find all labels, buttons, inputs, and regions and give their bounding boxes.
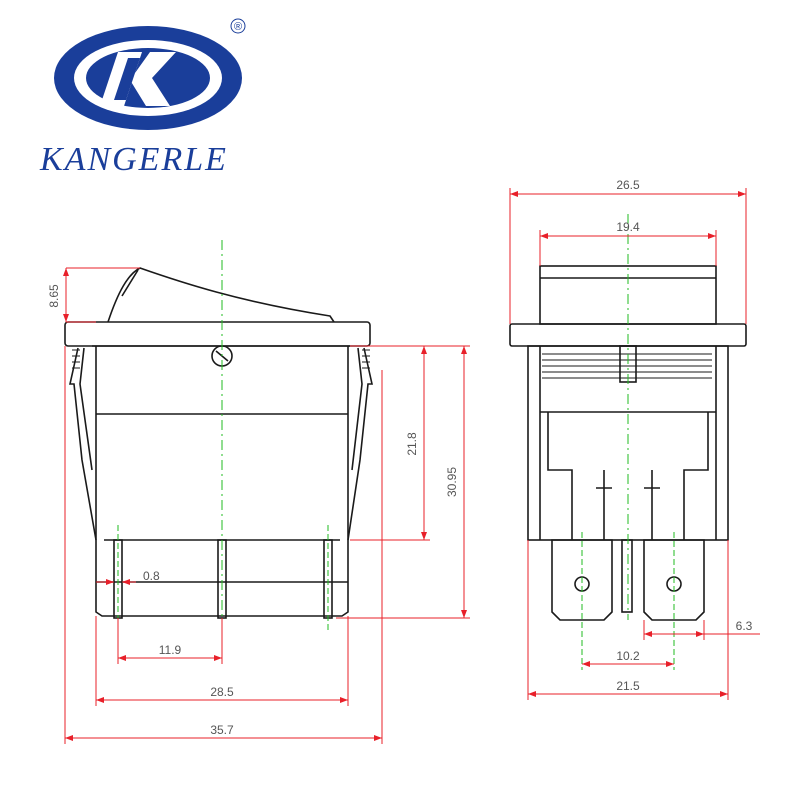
side-arrows — [510, 191, 746, 697]
registered-mark: ® — [234, 21, 242, 33]
dim-pin-width: 0.8 — [143, 569, 160, 583]
dim-pin-pitch: 11.9 — [159, 643, 182, 657]
kangerle-logo-icon — [54, 26, 242, 130]
terminal-left — [551, 539, 613, 621]
dim-terminal-pitch: 10.2 — [616, 649, 640, 663]
front-dimensions — [64, 267, 470, 744]
rocker-actuator — [107, 267, 335, 323]
dim-body-width: 28.5 — [210, 685, 234, 699]
dim-total-height: 30.95 — [445, 467, 459, 497]
dim-flange-width: 35.7 — [210, 723, 234, 737]
dim-terminal-width: 6.3 — [736, 619, 753, 633]
dim-side-rocker-width: 19.4 — [616, 220, 640, 234]
registered-circle — [230, 18, 246, 34]
dim-side-body-width: 21.5 — [616, 679, 640, 693]
dim-side-flange-width: 26.5 — [616, 178, 640, 192]
brand-name: KANGERLE — [39, 141, 228, 178]
terminal-right — [643, 539, 705, 621]
left-latch — [69, 347, 97, 541]
dim-rocker-height: 8.65 — [47, 284, 61, 308]
front-flange — [64, 321, 371, 347]
terminal-center — [621, 539, 633, 613]
right-latch — [347, 347, 373, 541]
front-arrows — [63, 268, 467, 741]
dim-body-height: 21.8 — [405, 432, 419, 456]
front-view — [64, 267, 373, 619]
